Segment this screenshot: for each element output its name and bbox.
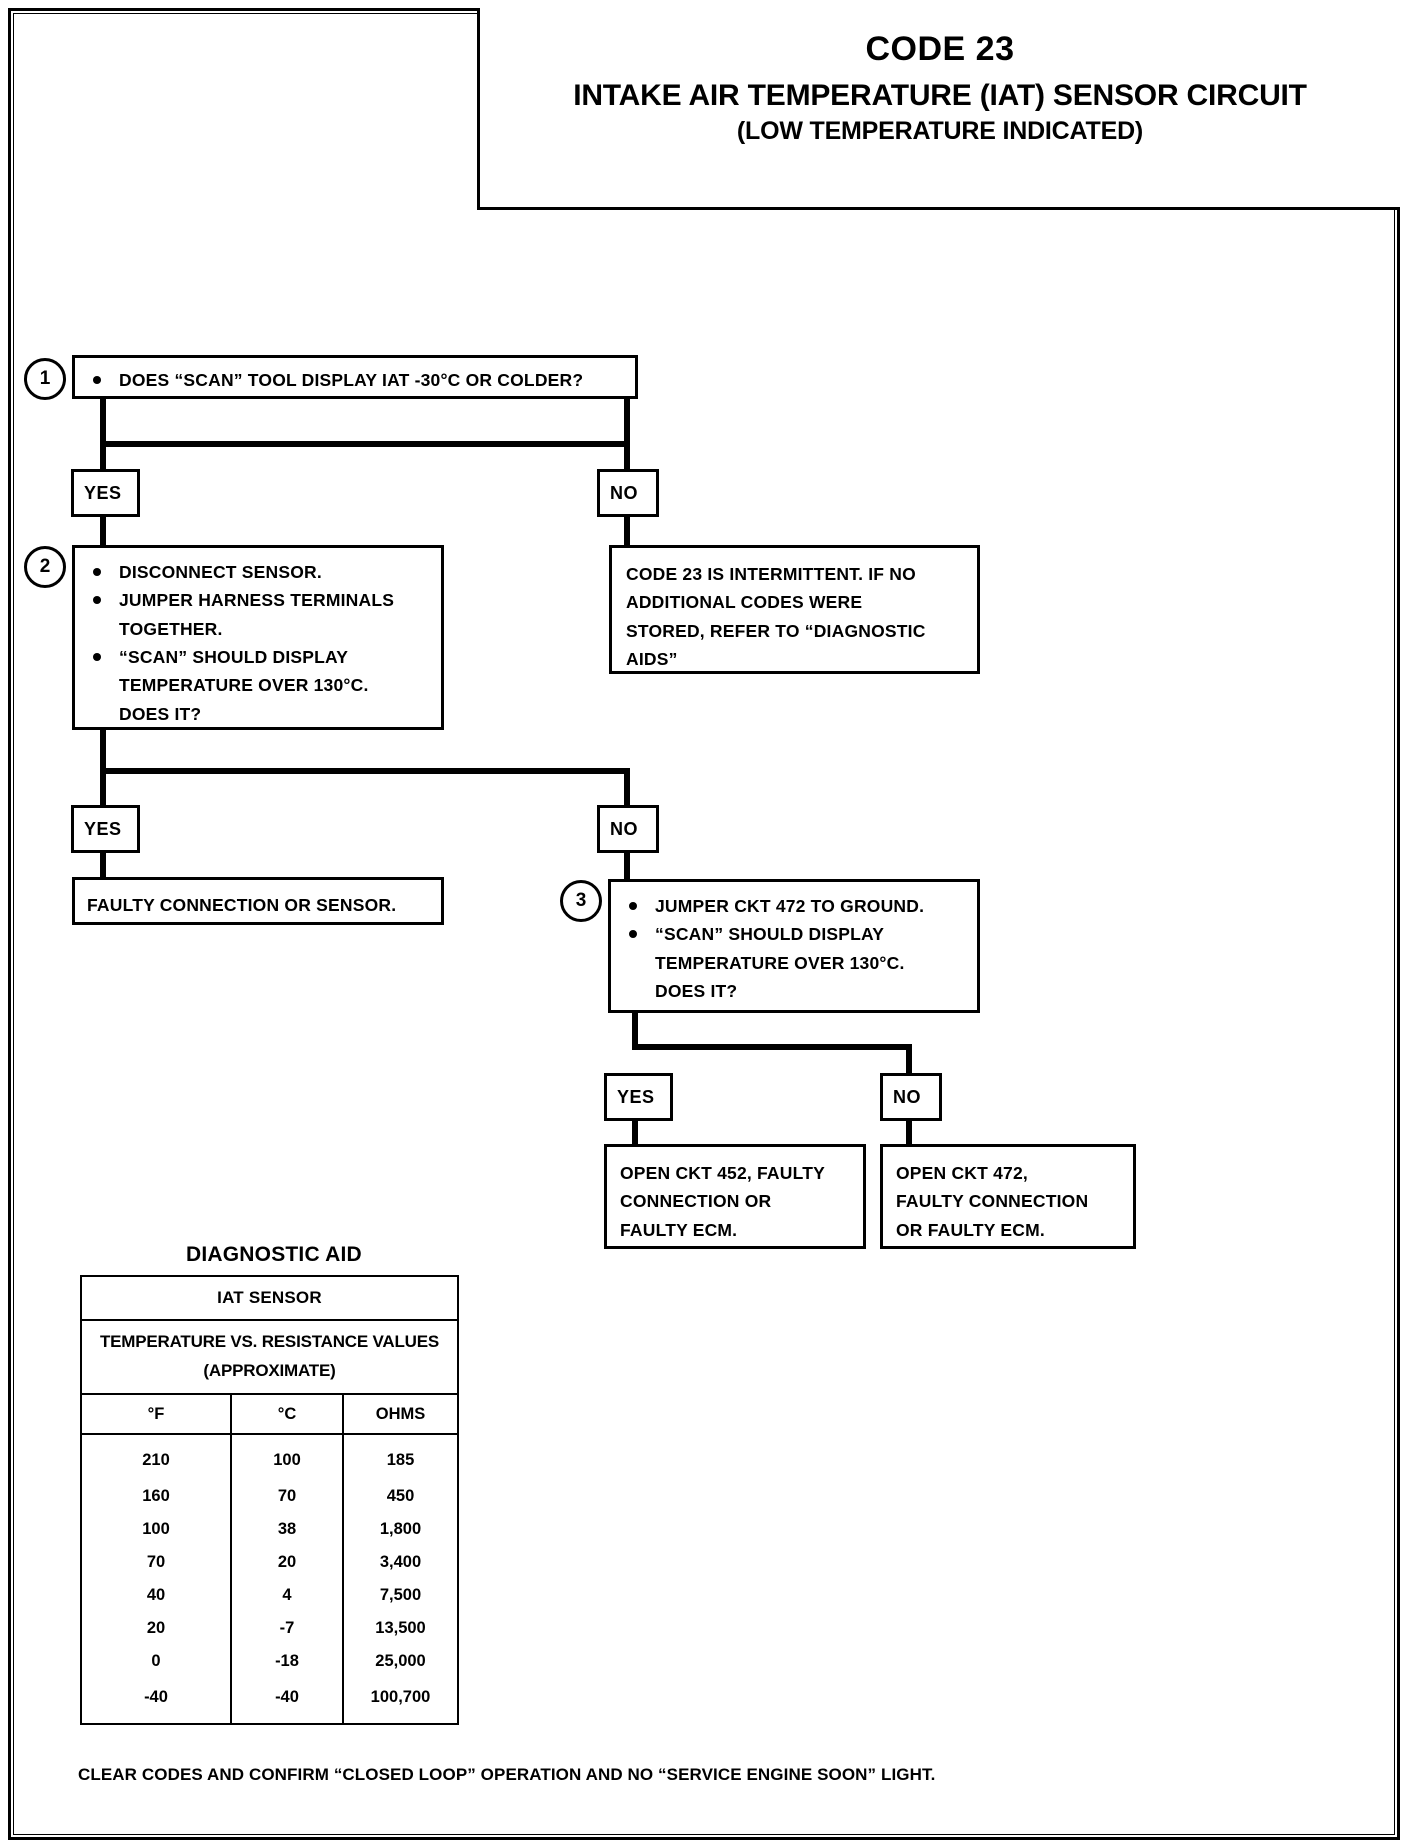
cell-ohms: 100,700 xyxy=(342,1678,459,1725)
cell-f: 0 xyxy=(80,1645,232,1678)
branch-3-yes[interactable]: YES xyxy=(604,1073,673,1121)
table-row: 40 4 7,500 xyxy=(80,1579,459,1612)
result-intermittent-box: CODE 23 IS INTERMITTENT. IF NO ADDITIONA… xyxy=(609,545,980,674)
result-open-ckt-472-box: OPEN CKT 472, FAULTY CONNECTION OR FAULT… xyxy=(880,1144,1136,1249)
cell-f: 40 xyxy=(80,1579,232,1612)
connector-step1-horizontal xyxy=(100,441,630,447)
table-column-header-row: °F °C OHMS xyxy=(80,1393,459,1435)
table-row: 210 100 185 xyxy=(80,1433,459,1480)
result-open-ckt-472-text: OPEN CKT 472, FAULTY CONNECTION OR FAULT… xyxy=(896,1163,1089,1240)
result-faulty-connection-sensor-text: FAULTY CONNECTION OR SENSOR. xyxy=(87,895,397,915)
cell-f: 100 xyxy=(80,1513,232,1546)
result-open-ckt-452-box: OPEN CKT 452, FAULTY CONNECTION OR FAULT… xyxy=(604,1144,866,1249)
table-row: 0 -18 25,000 xyxy=(80,1645,459,1678)
connector-step2-down-right xyxy=(624,768,630,808)
title-block: CODE 23 INTAKE AIR TEMPERATURE (IAT) SEN… xyxy=(477,8,1400,210)
connector-yes3-bottom xyxy=(632,1119,638,1147)
cell-f: 20 xyxy=(80,1612,232,1645)
branch-3-no[interactable]: NO xyxy=(880,1073,942,1121)
table-row: 160 70 450 xyxy=(80,1480,459,1513)
step-number-2: 2 xyxy=(24,546,66,588)
cell-c: -7 xyxy=(230,1612,344,1645)
branch-2-no[interactable]: NO xyxy=(597,805,659,853)
table-subtitle-cell: TEMPERATURE VS. RESISTANCE VALUES (APPRO… xyxy=(80,1319,459,1395)
cell-ohms: 13,500 xyxy=(342,1612,459,1645)
cell-f: -40 xyxy=(80,1678,232,1725)
step-number-1: 1 xyxy=(24,358,66,400)
diagnostic-aid-title: DIAGNOSTIC AID xyxy=(186,1243,362,1266)
cell-c: -40 xyxy=(230,1678,344,1725)
cell-c: 20 xyxy=(230,1546,344,1579)
connector-step1-down-right xyxy=(624,399,630,447)
step-number-3: 3 xyxy=(560,880,602,922)
result-intermittent-text: CODE 23 IS INTERMITTENT. IF NO ADDITIONA… xyxy=(626,564,926,670)
connector-yes1-bottom xyxy=(100,515,106,548)
page-title-main: INTAKE AIR TEMPERATURE (IAT) SENSOR CIRC… xyxy=(573,79,1307,113)
column-header-fahrenheit: °F xyxy=(80,1393,232,1435)
cell-ohms: 450 xyxy=(342,1480,459,1513)
branch-2-yes[interactable]: YES xyxy=(71,805,140,853)
step-3-bullet-1: “SCAN” SHOULD DISPLAY TEMPERATURE OVER 1… xyxy=(619,920,977,1005)
step-3-bullet-list: JUMPER CKT 472 TO GROUND. “SCAN” SHOULD … xyxy=(619,892,977,1005)
step-1-bullet-0: DOES “SCAN” TOOL DISPLAY IAT -30°C OR CO… xyxy=(83,366,635,394)
table-header-row-sensor: IAT SENSOR xyxy=(80,1275,459,1321)
connector-step2-down-left xyxy=(100,730,106,774)
step-3-box[interactable]: JUMPER CKT 472 TO GROUND. “SCAN” SHOULD … xyxy=(608,879,980,1013)
connector-step3-down-left xyxy=(632,1013,638,1050)
connector-no3-bottom xyxy=(906,1119,912,1147)
branch-1-no[interactable]: NO xyxy=(597,469,659,517)
result-faulty-connection-sensor-box: FAULTY CONNECTION OR SENSOR. xyxy=(72,877,444,925)
cell-f: 210 xyxy=(80,1433,232,1480)
footer-note: CLEAR CODES AND CONFIRM “CLOSED LOOP” OP… xyxy=(78,1765,936,1784)
cell-c: 38 xyxy=(230,1513,344,1546)
table-header-row-subtitle: TEMPERATURE VS. RESISTANCE VALUES (APPRO… xyxy=(80,1319,459,1395)
connector-step3-down-right xyxy=(906,1044,912,1076)
step-2-bullet-0: DISCONNECT SENSOR. xyxy=(83,558,441,586)
step-2-bullet-2: “SCAN” SHOULD DISPLAY TEMPERATURE OVER 1… xyxy=(83,643,441,728)
result-open-ckt-452-text: OPEN CKT 452, FAULTY CONNECTION OR FAULT… xyxy=(620,1163,825,1240)
step-1-bullet-list: DOES “SCAN” TOOL DISPLAY IAT -30°C OR CO… xyxy=(83,366,635,394)
table-title-cell: IAT SENSOR xyxy=(80,1275,459,1321)
cell-c: 70 xyxy=(230,1480,344,1513)
connector-yes1-top xyxy=(100,447,106,471)
branch-1-yes[interactable]: YES xyxy=(71,469,140,517)
cell-ohms: 185 xyxy=(342,1433,459,1480)
cell-f: 160 xyxy=(80,1480,232,1513)
table-row: 100 38 1,800 xyxy=(80,1513,459,1546)
step-1-box[interactable]: DOES “SCAN” TOOL DISPLAY IAT -30°C OR CO… xyxy=(72,355,638,399)
step-2-box[interactable]: DISCONNECT SENSOR. JUMPER HARNESS TERMIN… xyxy=(72,545,444,730)
page-title-code: CODE 23 xyxy=(865,30,1015,68)
page-title-subtitle: (LOW TEMPERATURE INDICATED) xyxy=(736,116,1144,145)
diagnostic-aid-table: IAT SENSOR TEMPERATURE VS. RESISTANCE VA… xyxy=(80,1275,459,1725)
connector-no2-bottom xyxy=(624,851,630,882)
table-row: -40 -40 100,700 xyxy=(80,1678,459,1725)
cell-f: 70 xyxy=(80,1546,232,1579)
table-row: 20 -7 13,500 xyxy=(80,1612,459,1645)
cell-c: 100 xyxy=(230,1433,344,1480)
cell-ohms: 1,800 xyxy=(342,1513,459,1546)
cell-ohms: 7,500 xyxy=(342,1579,459,1612)
connector-yes2-top xyxy=(100,768,106,808)
step-2-bullet-list: DISCONNECT SENSOR. JUMPER HARNESS TERMIN… xyxy=(83,558,441,728)
column-header-ohms: OHMS xyxy=(342,1393,459,1435)
table-row: 70 20 3,400 xyxy=(80,1546,459,1579)
connector-step3-horizontal xyxy=(632,1044,912,1050)
connector-no1-top xyxy=(624,447,630,471)
connector-step2-horizontal xyxy=(100,768,630,774)
step-2-bullet-1: JUMPER HARNESS TERMINALS TOGETHER. xyxy=(83,586,441,643)
connector-yes2-bottom xyxy=(100,851,106,880)
connector-step1-down-left xyxy=(100,399,106,447)
step-3-bullet-0: JUMPER CKT 472 TO GROUND. xyxy=(619,892,977,920)
cell-c: -18 xyxy=(230,1645,344,1678)
cell-ohms: 25,000 xyxy=(342,1645,459,1678)
connector-no1-bottom xyxy=(624,515,630,548)
column-header-celsius: °C xyxy=(230,1393,344,1435)
cell-c: 4 xyxy=(230,1579,344,1612)
cell-ohms: 3,400 xyxy=(342,1546,459,1579)
